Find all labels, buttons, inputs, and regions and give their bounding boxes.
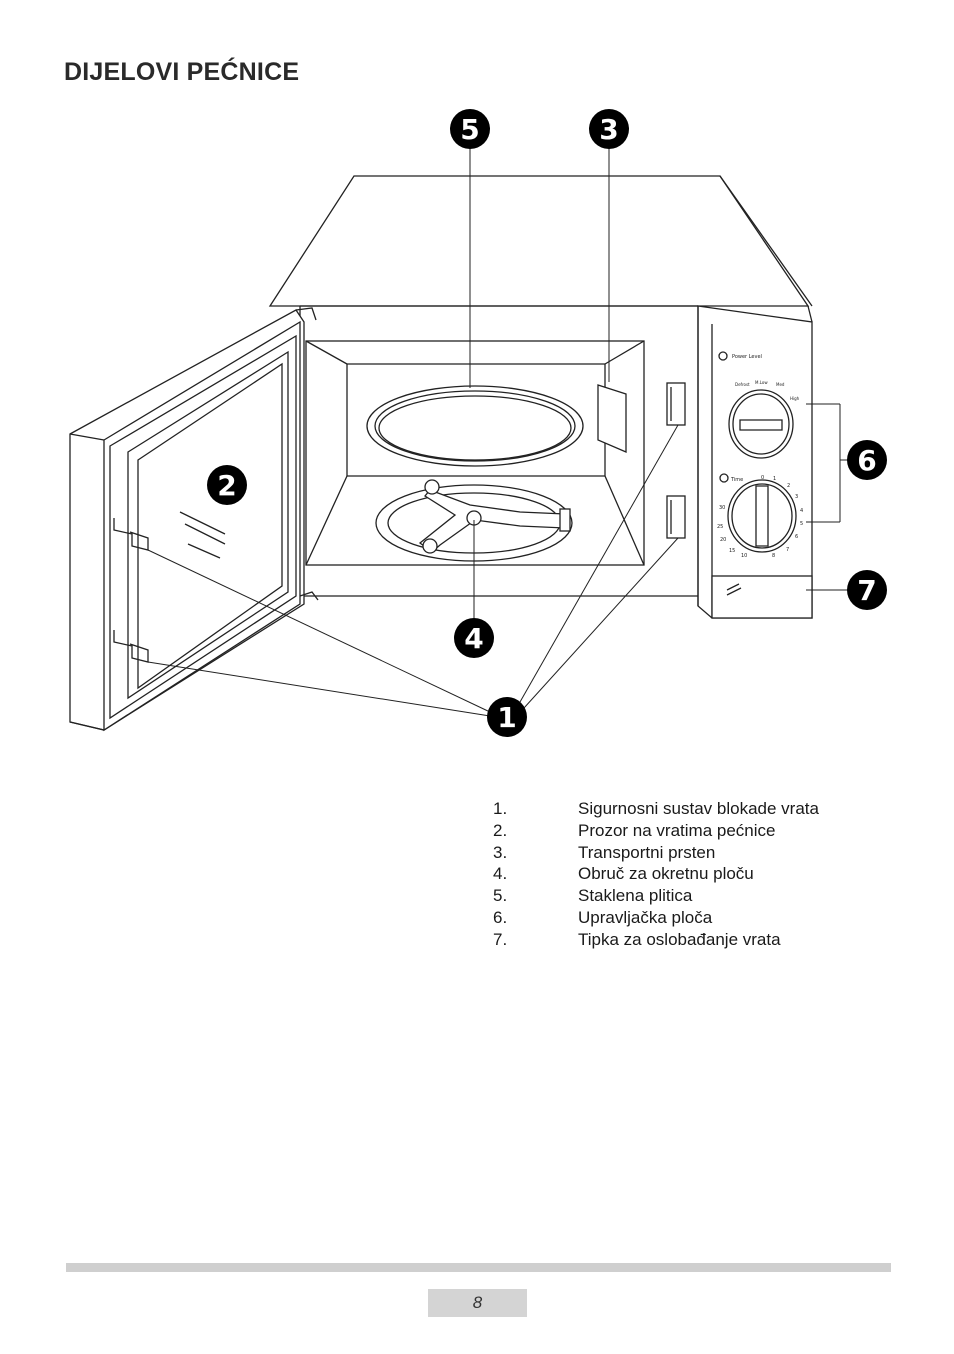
defrost-label: Defrost — [735, 382, 750, 387]
timer-mark: 0 — [761, 475, 764, 481]
svg-text:7: 7 — [857, 574, 876, 607]
item-number: 2. — [493, 820, 508, 840]
item-label: Transportni prsten — [578, 842, 716, 862]
microwave-diagram: Power Level Defrost M.Low Med High Time … — [69, 109, 887, 737]
timer-mark: 15 — [729, 548, 735, 554]
item-number: 1. — [493, 799, 508, 818]
oven-door — [69, 307, 319, 732]
item-label: Obruč za okretnu ploču — [578, 864, 754, 884]
interlock-slots — [666, 382, 686, 539]
oven-cavity — [305, 340, 645, 566]
svg-text:6: 6 — [857, 444, 876, 477]
item-label: Tipka za oslobađanje vrata — [578, 929, 781, 949]
timer-mark: 4 — [800, 508, 803, 514]
footer-divider — [66, 1263, 891, 1272]
timer-mark: 20 — [720, 537, 726, 543]
item-number: 7. — [493, 929, 508, 949]
clock-icon — [719, 473, 729, 483]
list-item: 2. Prozor na vratima pećnice — [490, 820, 819, 842]
item-number: 4. — [493, 864, 508, 884]
callout-3: 3 — [589, 109, 629, 149]
timer-mark: 2 — [787, 483, 790, 489]
callout-1: 1 — [487, 697, 527, 737]
item-label: Sigurnosni sustav blokade vrata — [578, 799, 819, 818]
timer-mark: 1 — [773, 476, 776, 482]
list-item: 6. Upravljačka ploča — [490, 907, 819, 929]
page-title: DIJELOVI PEĆNICE — [64, 58, 300, 86]
high-label: High — [790, 396, 800, 401]
item-label: Prozor na vratima pećnice — [578, 820, 776, 840]
svg-text:2: 2 — [217, 469, 236, 502]
timer-mark: 10 — [741, 553, 747, 559]
timer-mark: 5 — [800, 521, 803, 527]
mlow-label: M.Low — [755, 380, 768, 385]
item-label: Staklena plitica — [578, 886, 693, 906]
callout-7: 7 — [847, 570, 887, 610]
callout-6: 6 — [847, 440, 887, 480]
door-release-button[interactable] — [711, 575, 813, 619]
timer-mark: 8 — [772, 553, 775, 559]
timer-mark: 6 — [795, 534, 798, 540]
leader-lines — [147, 146, 850, 717]
svg-text:1: 1 — [497, 701, 516, 734]
callout-5: 5 — [450, 109, 490, 149]
list-item: 1. Sigurnosni sustav blokade vrata — [490, 798, 819, 820]
list-item: 3. Transportni prsten — [490, 842, 819, 864]
glass-tray — [366, 385, 584, 467]
time-label: Time — [730, 477, 743, 483]
svg-text:5: 5 — [460, 113, 479, 146]
list-item: 5. Staklena plitica — [490, 885, 819, 907]
item-number: 5. — [493, 886, 508, 906]
item-number: 6. — [493, 907, 508, 927]
svg-text:4: 4 — [464, 622, 483, 655]
med-label: Med — [776, 382, 785, 387]
control-panel: Power Level Defrost M.Low Med High Time … — [711, 324, 813, 619]
timer-mark: 7 — [786, 547, 789, 553]
list-item: 7. Tipka za oslobađanje vrata — [490, 929, 819, 951]
timer-mark: 25 — [717, 524, 723, 530]
list-item: 4. Obruč za okretnu ploču — [490, 863, 819, 885]
timer-mark: 3 — [795, 494, 798, 500]
callout-4: 4 — [454, 618, 494, 658]
item-label: Upravljačka ploča — [578, 907, 713, 927]
power-level-label: Power Level — [732, 354, 762, 360]
item-number: 3. — [493, 842, 508, 862]
callout-2: 2 — [207, 465, 247, 505]
page-number: 8 — [428, 1289, 527, 1317]
svg-text:3: 3 — [599, 113, 618, 146]
callouts: 5 3 2 6 7 4 1 — [207, 109, 887, 737]
parts-list: 1. Sigurnosni sustav blokade vrata 2. Proz… — [490, 798, 819, 951]
timer-mark: 30 — [719, 505, 725, 511]
